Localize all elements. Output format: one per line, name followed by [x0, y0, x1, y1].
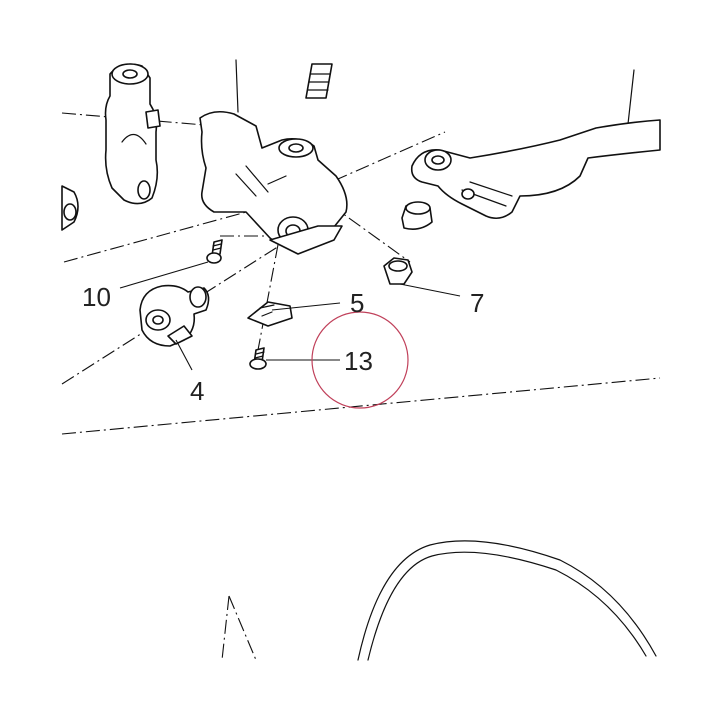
control-lever [410, 119, 661, 220]
leader-lines [119, 261, 461, 371]
callout-10: 10 [82, 282, 111, 312]
axis-line [221, 595, 230, 661]
leader-4 [175, 339, 193, 371]
reference-line [627, 69, 635, 125]
spring-clip [247, 301, 293, 327]
leader-10 [119, 261, 209, 289]
axis-line [228, 595, 257, 661]
screw-part [206, 239, 223, 264]
threaded-rod [305, 63, 333, 99]
small-screw [249, 347, 267, 370]
lock-nut [383, 257, 413, 285]
callout-7: 7 [470, 288, 484, 318]
cable-loop [357, 540, 657, 661]
axis-line [61, 377, 661, 435]
callout-labels: 10 5 7 13 4 [82, 282, 484, 406]
callout-5: 5 [350, 288, 364, 318]
reference-line [235, 59, 239, 113]
lever-bracket [199, 110, 348, 255]
callout-13: 13 [344, 346, 373, 376]
highlight-circle [311, 311, 409, 409]
axis-line [309, 189, 411, 263]
leader-5 [271, 302, 341, 311]
leader-7 [399, 283, 461, 297]
adjuster-knob [139, 284, 210, 347]
handlebar-clamp [104, 63, 161, 205]
pivot-bushing [401, 201, 433, 230]
callout-4: 4 [190, 376, 204, 406]
mirror-stub [61, 185, 79, 231]
